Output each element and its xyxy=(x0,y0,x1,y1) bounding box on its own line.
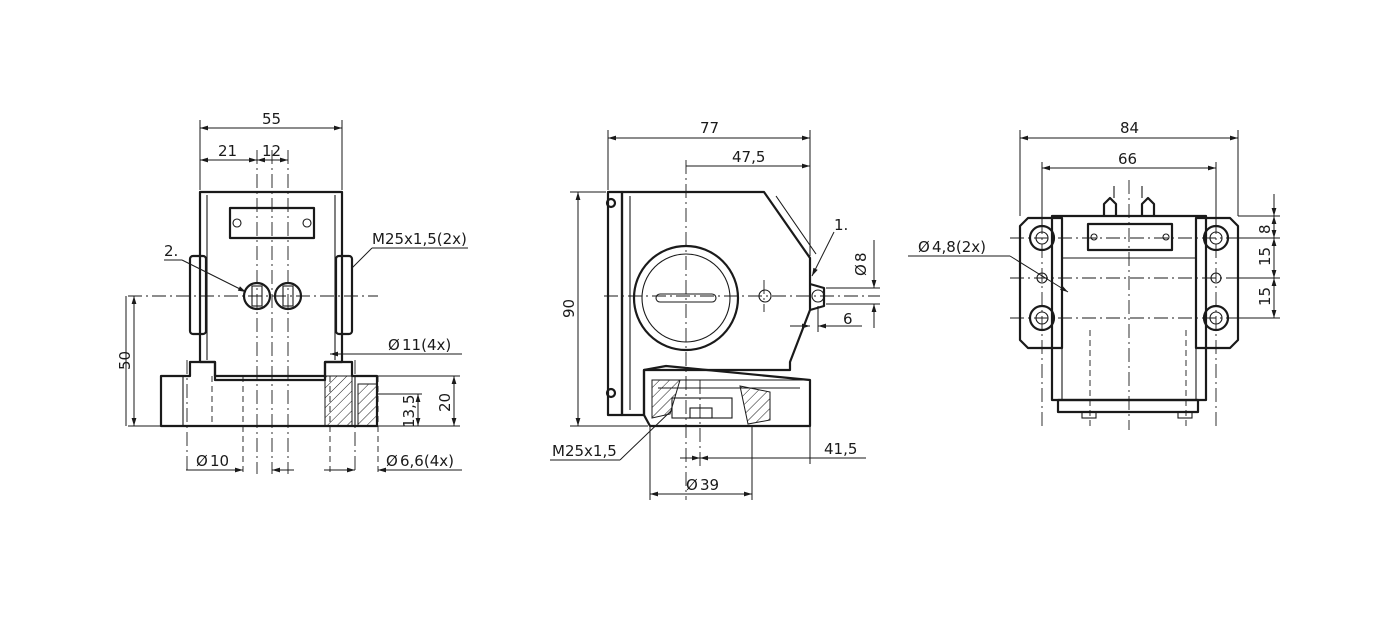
label-thread-m25-2x: M25x1,5(2x) xyxy=(372,230,467,248)
dim-holes-4-8-2x: 4,8(2x) xyxy=(932,238,986,256)
dim-depth-13-5: 13,5 xyxy=(400,395,418,428)
diameter-symbol: Ø xyxy=(686,476,698,494)
diameter-symbol: Ø xyxy=(196,452,208,470)
dim-dist-41-5: 41,5 xyxy=(824,440,857,458)
left-view: 55 21 12 50 M25x1,5(2x) 2. Ø 11(4x) Ø 10 xyxy=(116,110,468,474)
right-dimensions: 84 66 Ø 4,8(2x) 8 15 15 xyxy=(908,119,1280,319)
dim-spacing-12: 12 xyxy=(262,142,281,160)
dim-offset-47-5: 47,5 xyxy=(732,148,765,166)
dim-bore-10: 10 xyxy=(210,452,229,470)
left-body-outline xyxy=(159,190,379,428)
middle-view: 77 47,5 90 1. Ø 8 6 M25x1,5 41,5 xyxy=(550,119,880,500)
diameter-symbol: Ø xyxy=(388,336,400,354)
dim-width-77: 77 xyxy=(700,119,719,137)
diameter-symbol: Ø xyxy=(386,452,398,470)
dim-15-upper: 15 xyxy=(1256,247,1274,266)
middle-body-outline xyxy=(605,190,826,428)
dim-8: 8 xyxy=(1256,224,1274,234)
dim-bore-6-6-4x: 6,6(4x) xyxy=(400,452,454,470)
dim-spacing-66: 66 xyxy=(1118,150,1137,168)
dim-bore-11-4x: 11(4x) xyxy=(402,336,451,354)
dim-height-50: 50 xyxy=(116,351,134,370)
dim-depth-20: 20 xyxy=(436,393,454,412)
dim-dist-6: 6 xyxy=(843,310,853,328)
label-item-2: 2. xyxy=(164,242,178,260)
label-thread-m25: M25x1,5 xyxy=(552,442,617,460)
middle-centerlines xyxy=(604,160,880,500)
middle-dimensions: 77 47,5 90 1. Ø 8 6 M25x1,5 41,5 xyxy=(550,119,880,500)
left-dimensions: 55 21 12 50 M25x1,5(2x) 2. Ø 11(4x) Ø 10 xyxy=(116,110,468,473)
dim-dia-39: 39 xyxy=(700,476,719,494)
dim-15-lower: 15 xyxy=(1256,287,1274,306)
dim-dia-8: 8 xyxy=(852,252,870,262)
right-view: 84 66 Ø 4,8(2x) 8 15 15 xyxy=(908,119,1280,430)
dim-height-90: 90 xyxy=(560,299,578,318)
dim-width-55: 55 xyxy=(262,110,281,128)
label-item-1: 1. xyxy=(834,216,848,234)
dim-offset-21: 21 xyxy=(218,142,237,160)
diameter-symbol: Ø xyxy=(852,264,870,276)
left-centerlines xyxy=(128,150,379,474)
diameter-symbol: Ø xyxy=(918,238,930,256)
dim-width-84: 84 xyxy=(1120,119,1139,137)
right-centerlines xyxy=(1010,180,1250,430)
